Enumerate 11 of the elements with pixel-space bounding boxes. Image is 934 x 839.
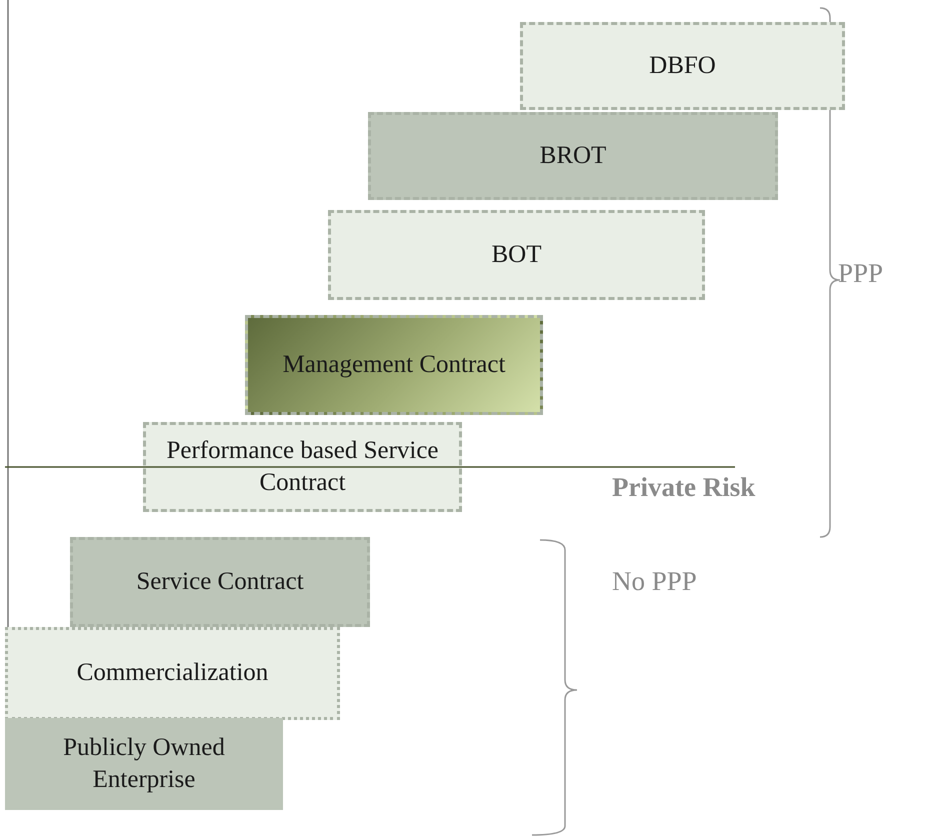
stair-step-box: Performance based Service Contract	[143, 422, 462, 512]
bracket-label: No PPP	[612, 566, 697, 597]
stair-step-box: Publicly Owned Enterprise	[5, 718, 283, 810]
stair-step-box: Commercialization	[5, 627, 340, 720]
stair-step-box: DBFO	[520, 22, 845, 110]
stair-step-box: BROT	[368, 112, 778, 200]
bracket-label: PPP	[838, 258, 884, 289]
stair-step-box: Service Contract	[70, 537, 370, 627]
stair-step-box: Management Contract	[245, 315, 543, 415]
stair-step-box: BOT	[328, 210, 705, 300]
axis-label: Private Risk	[612, 472, 756, 503]
